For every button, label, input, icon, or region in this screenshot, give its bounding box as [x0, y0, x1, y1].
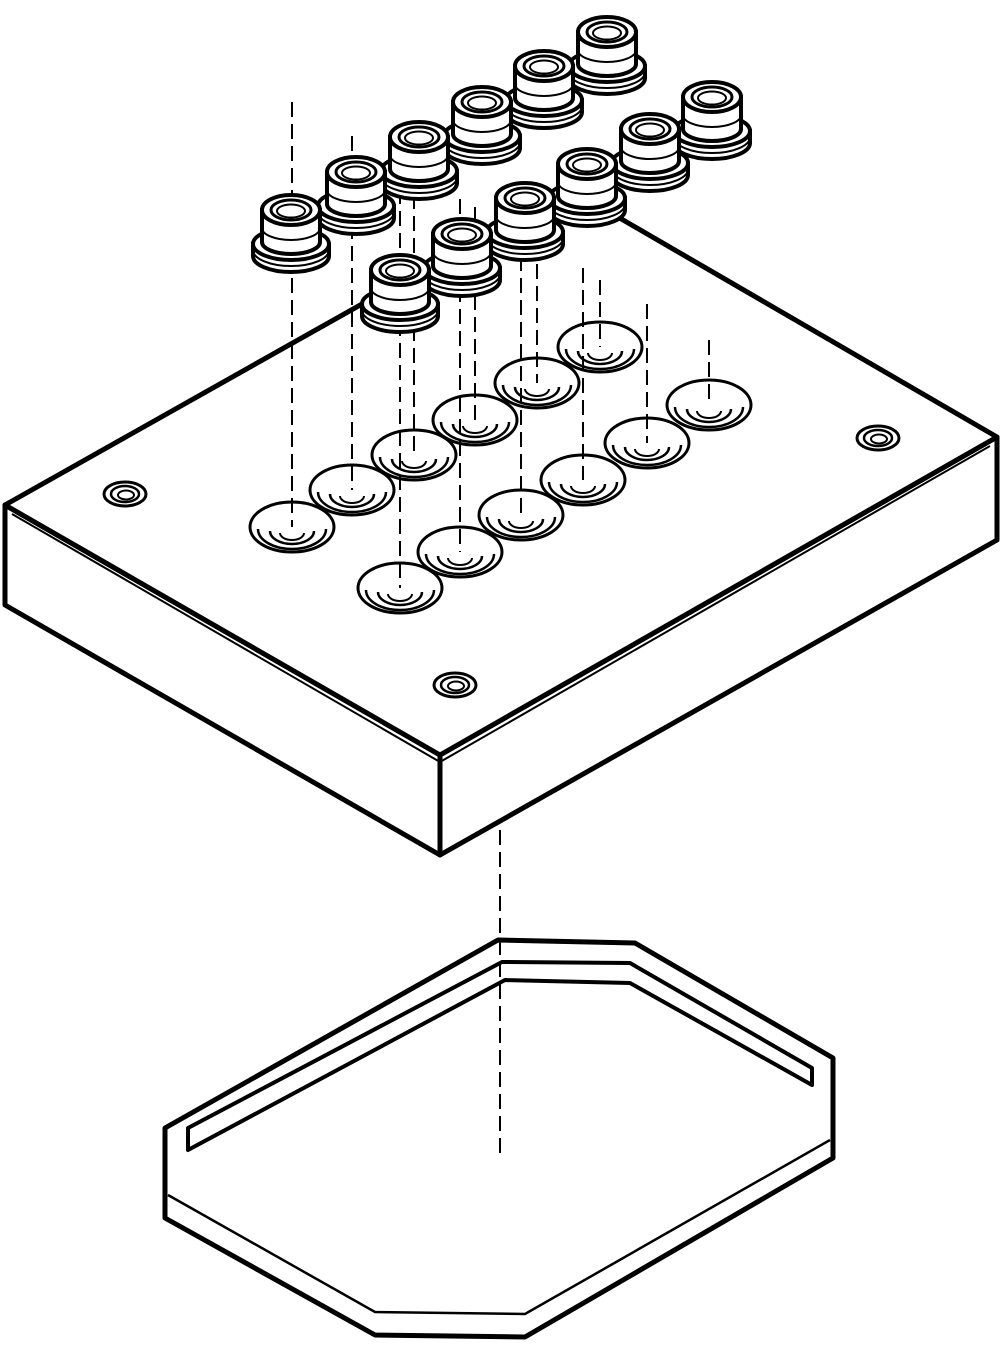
push-in-fitting [316, 155, 396, 236]
push-in-fitting [485, 181, 565, 262]
threaded-hole [855, 424, 901, 452]
port-counterbore [665, 378, 753, 432]
push-in-fittings [251, 15, 752, 334]
port-counterbore [370, 428, 458, 482]
push-in-fitting [672, 80, 752, 161]
port-counterbore [477, 488, 565, 542]
push-in-fitting [379, 120, 459, 201]
push-in-fitting [360, 253, 440, 334]
push-in-fitting [610, 112, 690, 193]
threaded-hole [432, 671, 478, 699]
push-in-fitting [442, 85, 522, 166]
threaded-holes [102, 424, 901, 699]
push-in-fitting [567, 15, 647, 96]
threaded-hole [102, 480, 148, 508]
push-in-fitting [547, 147, 627, 228]
push-in-fitting [422, 217, 502, 298]
push-in-fitting [504, 49, 584, 130]
push-in-fitting [251, 193, 331, 274]
mounting-plate [2, 185, 1000, 858]
